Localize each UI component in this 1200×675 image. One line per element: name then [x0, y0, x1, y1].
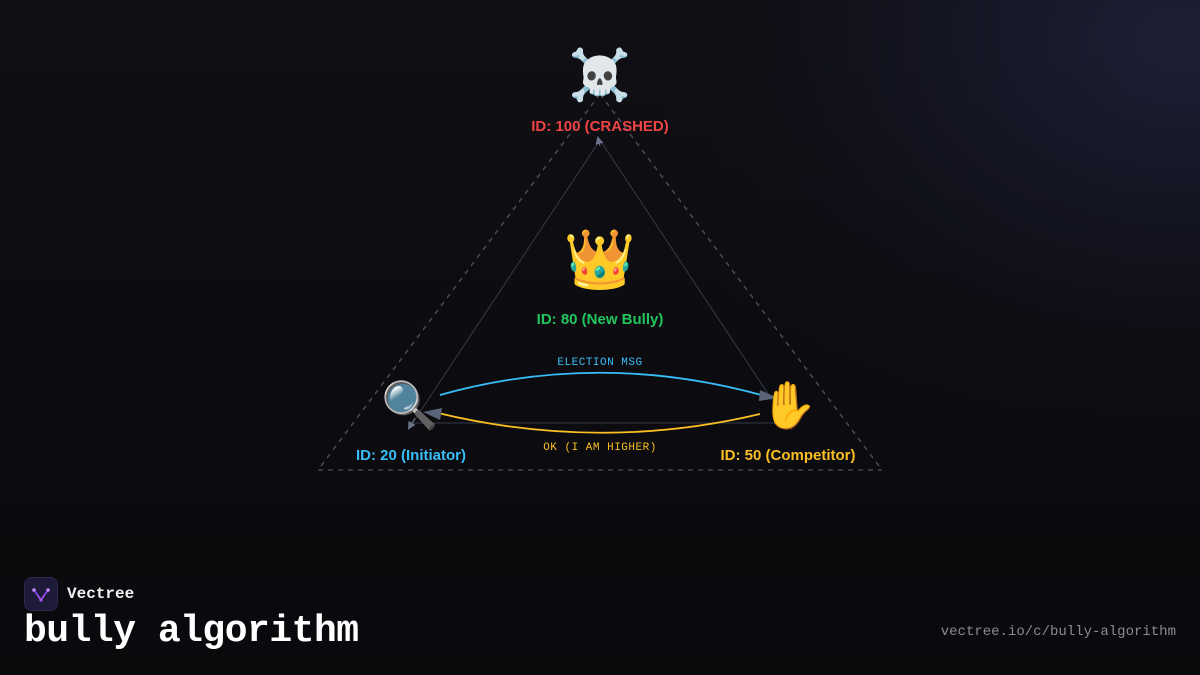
outer-edge-right	[599, 93, 883, 471]
inner-edge-left	[407, 139, 601, 431]
arrow-to-crashed	[595, 136, 604, 147]
leader-node-label: ID: 80 (New Bully)	[536, 311, 664, 328]
outer-edge-left	[317, 93, 601, 471]
election-arrowhead	[759, 390, 778, 401]
page-url[interactable]: vectree.io/c/bully-algorithm	[940, 624, 1176, 640]
inner-edge-right	[599, 139, 793, 431]
ok-reply-label: OK (I AM HIGHER)	[543, 442, 657, 454]
magnifying-glass-icon: 🔍	[381, 378, 439, 432]
ok-reply-edge	[437, 412, 761, 434]
competitor-node-label: ID: 50 (Competitor)	[720, 447, 856, 464]
election-message-label: ELECTION MSG	[557, 357, 643, 369]
brand-name: Vectree	[67, 585, 135, 603]
crashed-node-label: ID: 100 (CRASHED)	[531, 118, 669, 135]
crown-icon: 👑	[563, 225, 637, 293]
skull-crossbones-icon: ☠️	[568, 46, 632, 104]
arrow-to-initiator	[407, 417, 416, 430]
brand: Vectree	[24, 577, 134, 611]
vectree-logo-icon	[24, 577, 58, 611]
raised-hand-icon: ✋	[760, 378, 818, 432]
initiator-node-label: ID: 20 (Initiator)	[355, 447, 467, 464]
page-title: bully algorithm	[24, 610, 359, 653]
ok-arrowhead	[423, 408, 442, 420]
election-message-edge	[439, 371, 766, 397]
